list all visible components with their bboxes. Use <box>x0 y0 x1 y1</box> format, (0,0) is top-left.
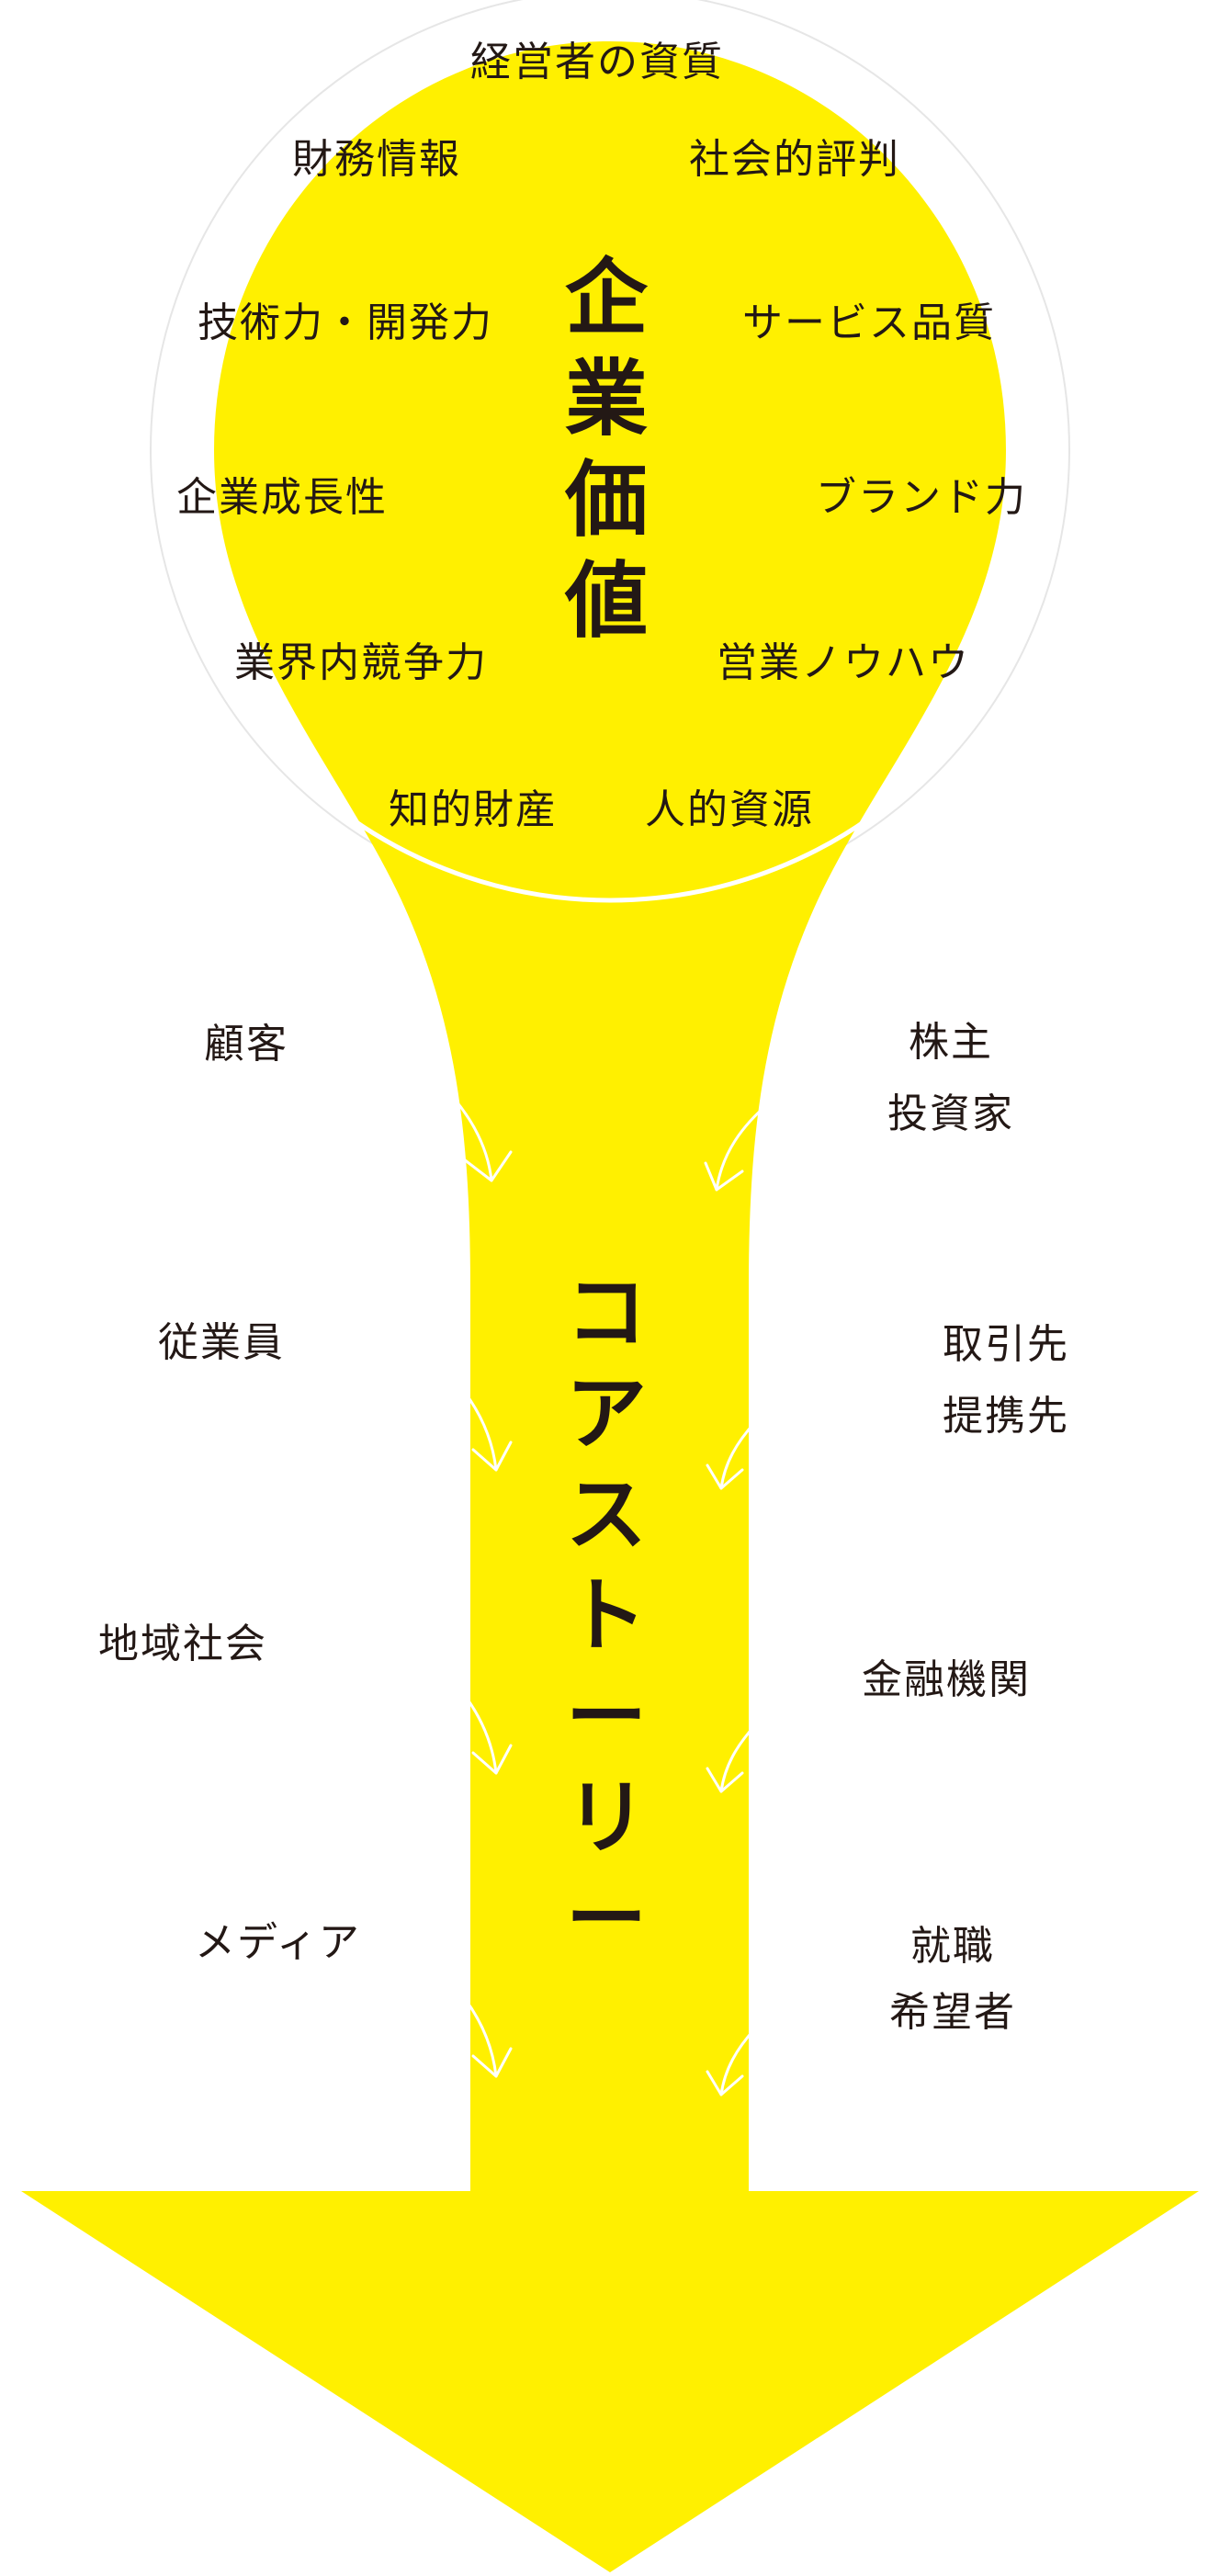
flow-arrow-right-3 <box>706 1723 757 1793</box>
stakeholder-label-right: 株主 投資家 <box>887 1007 1015 1150</box>
stakeholder-label-right: 取引先 提携先 <box>937 1309 1075 1452</box>
value-circle-outline <box>157 0 1063 903</box>
stakeholder-line: 株主 <box>909 1019 993 1066</box>
factor-label: 財務情報 <box>292 136 461 183</box>
arrow-title-char: ト <box>565 1568 647 1663</box>
center-title-char: 値 <box>565 553 648 650</box>
center-title-char: 企 <box>565 250 648 346</box>
stakeholder-line: 投資家 <box>887 1090 1014 1137</box>
stakeholder-line: 希望者 <box>889 1989 1016 2036</box>
arrow-title-char: コ <box>565 1265 647 1360</box>
stakeholder-label-left: 従業員 <box>158 1319 285 1366</box>
arrow-title-char: ス <box>565 1467 647 1562</box>
factor-label: ブランド力 <box>816 474 1027 521</box>
center-title-char: 業 <box>565 351 648 447</box>
factor-label: 人的資源 <box>645 786 814 833</box>
factor-label: 社会的評判 <box>689 136 900 183</box>
factor-label: 企業成長性 <box>176 474 388 521</box>
factor-label-top: 経営者の資質 <box>470 39 724 85</box>
stakeholder-line: 就職 <box>910 1923 995 1970</box>
factor-label: 知的財産 <box>389 786 558 833</box>
center-title: 企 業 価 値 <box>542 257 671 661</box>
factor-label: 業界内競争力 <box>234 639 488 686</box>
arrow-title-char: ー <box>565 1669 647 1764</box>
funnel-arrow-shape <box>21 41 1199 2572</box>
stakeholder-label-right: 就職 希望者 <box>884 1914 1022 2046</box>
stakeholder-line: 金融機関 <box>862 1656 1031 1703</box>
flow-arrow-left-1 <box>437 1080 513 1182</box>
stakeholder-line: 取引先 <box>943 1321 1069 1368</box>
flow-arrow-right-2 <box>706 1420 757 1490</box>
stakeholder-label-left: 顧客 <box>204 1021 288 1068</box>
flow-arrow-right-1 <box>704 1101 772 1192</box>
stakeholder-line: 提携先 <box>943 1393 1069 1440</box>
arrow-title-char: ー <box>565 1871 647 1966</box>
factor-label: サービス品質 <box>742 299 996 346</box>
center-title-char: 価 <box>565 452 648 548</box>
factor-label: 営業ノウハウ <box>717 639 970 686</box>
arrow-title-char: ア <box>565 1366 647 1461</box>
flow-arrow-left-2 <box>458 1384 513 1472</box>
stakeholder-label-left: 地域社会 <box>98 1621 267 1667</box>
flow-arrow-left-3 <box>458 1687 513 1775</box>
arrow-title: コ ア ス ト ー リ ー <box>542 1272 671 1980</box>
factor-label: 技術力・開発力 <box>198 299 493 346</box>
arrow-title-char: リ <box>565 1770 647 1865</box>
flow-arrow-right-4 <box>706 2027 757 2096</box>
flow-arrow-left-4 <box>458 1990 513 2078</box>
stakeholder-label-left: メディア <box>195 1919 361 1966</box>
stakeholder-label-right: 金融機関 <box>850 1644 1043 1716</box>
